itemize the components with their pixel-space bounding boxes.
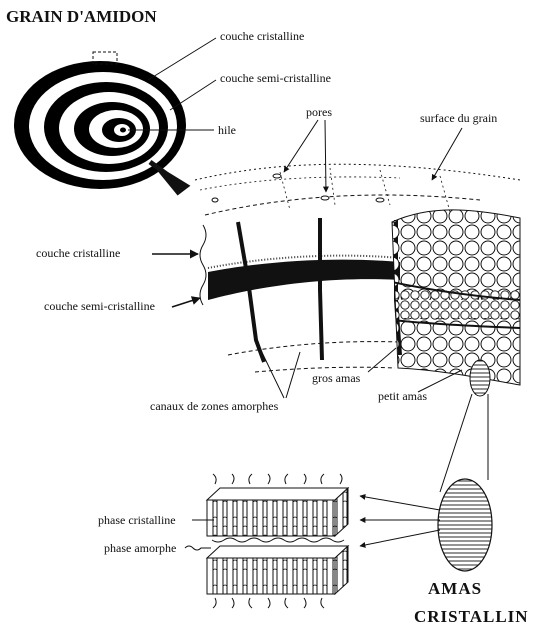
leader-pores-2 [325, 120, 326, 192]
arrow-cluster-3 [360, 530, 440, 546]
cluster-block [390, 200, 530, 398]
cluster-title-line2: CRISTALLIN [414, 608, 529, 625]
amorphous-channel-2 [320, 218, 322, 360]
crystalline-cluster [438, 479, 492, 571]
label-amorphous-phase: phase amorphe [104, 542, 176, 554]
label-crystalline-layer-section: couche cristalline [36, 247, 120, 259]
lamellar-blocks [207, 474, 348, 608]
zoom-line-left [440, 394, 472, 492]
arrow-cluster-1 [360, 496, 440, 510]
small-cluster [470, 360, 490, 396]
leader-pores-1 [284, 120, 318, 172]
label-small-cluster: petit amas [378, 390, 427, 402]
cluster-title-line1: AMAS [428, 580, 482, 597]
leader-semicrystalline-side [172, 298, 200, 307]
grain-section [195, 164, 530, 398]
label-amorphous-channels: canaux de zones amorphes [150, 400, 278, 412]
leader-surface [432, 128, 462, 180]
label-pores: pores [306, 106, 332, 118]
label-hilum: hile [218, 124, 236, 136]
hilum-dot [120, 128, 126, 133]
zoom-arrow [150, 162, 186, 192]
label-semicrystalline-layer-section: couche semi-cristalline [44, 300, 155, 312]
label-semicrystalline-layer-grain: couche semi-cristalline [220, 72, 331, 84]
semicrystalline-band [208, 260, 400, 300]
label-grain-surface: surface du grain [420, 112, 497, 124]
label-large-cluster: gros amas [312, 372, 360, 384]
leader-crystalline-top [148, 38, 216, 80]
leader-semicrystalline-top [170, 80, 216, 110]
diagram-title: GRAIN D'AMIDON [6, 8, 157, 25]
label-crystalline-phase: phase cristalline [98, 514, 176, 526]
leader-amorphous-phase [185, 546, 211, 550]
label-crystalline-layer-grain: couche cristalline [220, 30, 304, 42]
leader-large-cluster [368, 348, 396, 372]
